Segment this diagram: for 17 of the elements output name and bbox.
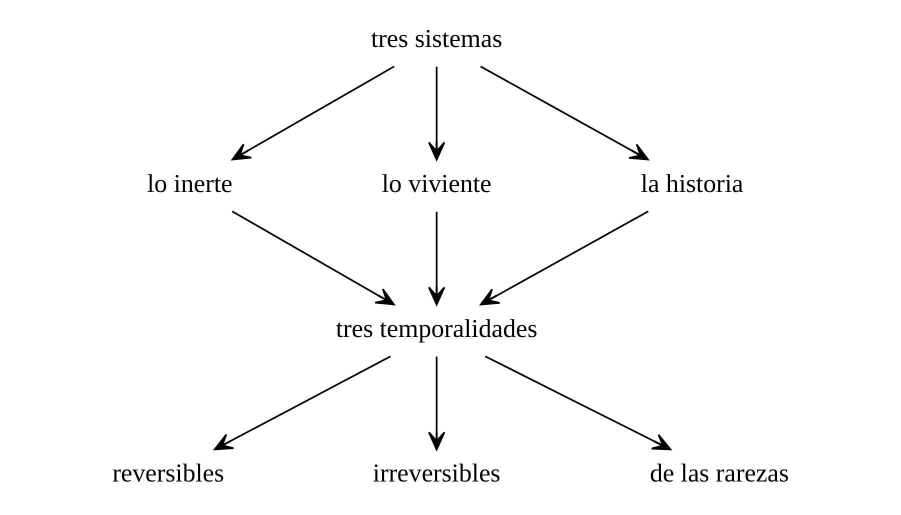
node-text: tres temporalidades	[335, 313, 537, 342]
node-text: de las rarezas	[649, 458, 788, 488]
node-text: la historia	[640, 168, 743, 198]
arrow	[428, 211, 445, 305]
node-text: lo viviente	[381, 168, 492, 198]
node-text: irreversibles	[372, 458, 500, 488]
arrow	[428, 356, 445, 450]
arrow	[480, 210, 648, 305]
node-text: tres sistemas	[370, 23, 502, 52]
arrow	[213, 355, 390, 450]
node-text: reversibles	[112, 458, 224, 488]
arrow	[231, 210, 394, 305]
arrow	[231, 65, 394, 160]
arrow	[428, 66, 445, 160]
node-text: lo inerte	[146, 168, 232, 198]
arrow	[480, 65, 648, 160]
arrow	[484, 355, 671, 450]
